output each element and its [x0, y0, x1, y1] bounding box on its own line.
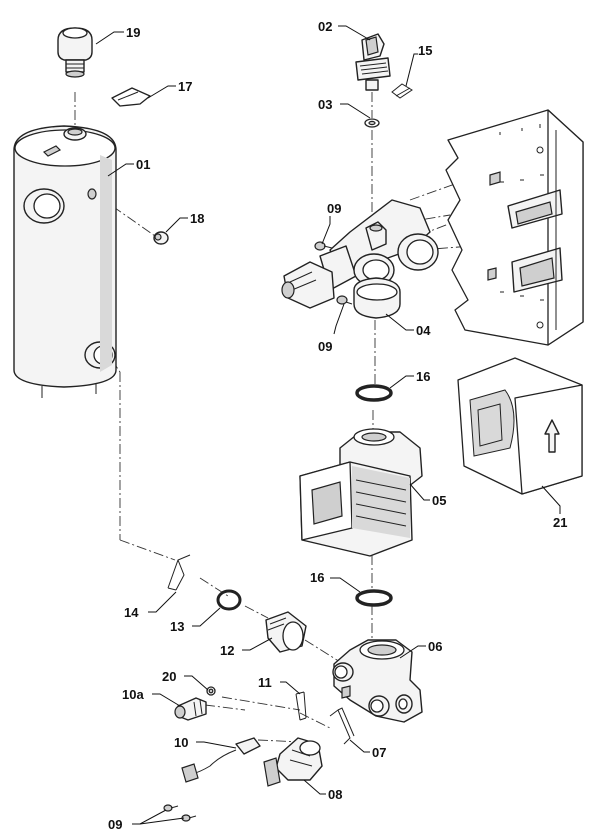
label-11: 11 — [258, 675, 272, 690]
label-16-upper: 16 — [416, 369, 430, 384]
label-02: 02 — [318, 19, 332, 34]
screw-upper — [314, 241, 333, 251]
label-13: 13 — [170, 619, 184, 634]
clip-11 — [295, 691, 307, 721]
diverter-valve-body — [281, 199, 439, 319]
label-03: 03 — [318, 97, 332, 112]
label-07: 07 — [372, 745, 386, 760]
label-09-lower: 09 — [318, 339, 332, 354]
part-labels: 19 17 01 18 02 15 03 09 04 09 16 05 21 1… — [108, 19, 567, 832]
label-09-bottom: 09 — [108, 817, 122, 832]
label-17: 17 — [178, 79, 192, 94]
label-14: 14 — [124, 605, 139, 620]
automatic-air-vent — [57, 27, 93, 78]
label-12: 12 — [220, 643, 234, 658]
label-19: 19 — [126, 25, 140, 40]
label-10: 10 — [174, 735, 188, 750]
label-18: 18 — [190, 211, 204, 226]
label-20: 20 — [162, 669, 176, 684]
screw-bottom-right — [181, 814, 197, 822]
cylinder — [13, 125, 117, 398]
pressure-sensor — [174, 697, 207, 721]
o-ring-03 — [364, 118, 380, 128]
o-ring-20 — [206, 686, 216, 696]
seal-ring-upper — [355, 384, 393, 402]
valve-actuator — [355, 33, 391, 91]
screw-lower — [336, 295, 353, 305]
retaining-clip-17 — [111, 87, 151, 107]
clip-07 — [329, 707, 355, 745]
label-21: 21 — [553, 515, 567, 530]
label-08: 08 — [328, 787, 342, 802]
valve-clip — [391, 83, 413, 99]
label-05: 05 — [432, 493, 446, 508]
label-15: 15 — [418, 43, 432, 58]
clip-14 — [167, 554, 191, 591]
filter-12 — [265, 611, 307, 653]
label-09-upper: 09 — [327, 201, 341, 216]
label-01: 01 — [136, 157, 150, 172]
circulating-pump — [299, 428, 423, 557]
label-04: 04 — [416, 323, 431, 338]
label-16-lower: 16 — [310, 570, 324, 585]
pump-housing — [332, 639, 423, 723]
temperature-sensor-lead — [181, 737, 261, 783]
mounting-bracket — [445, 109, 584, 346]
label-06: 06 — [428, 639, 442, 654]
safety-valve — [263, 737, 323, 787]
leader-lines — [95, 25, 561, 825]
seal-ring-lower — [355, 589, 393, 607]
washer-13 — [216, 589, 242, 611]
insulation-cover — [457, 357, 583, 495]
screw-bottom-left — [163, 804, 179, 812]
cylinder-plug — [153, 231, 169, 245]
label-10a: 10a — [122, 687, 144, 702]
